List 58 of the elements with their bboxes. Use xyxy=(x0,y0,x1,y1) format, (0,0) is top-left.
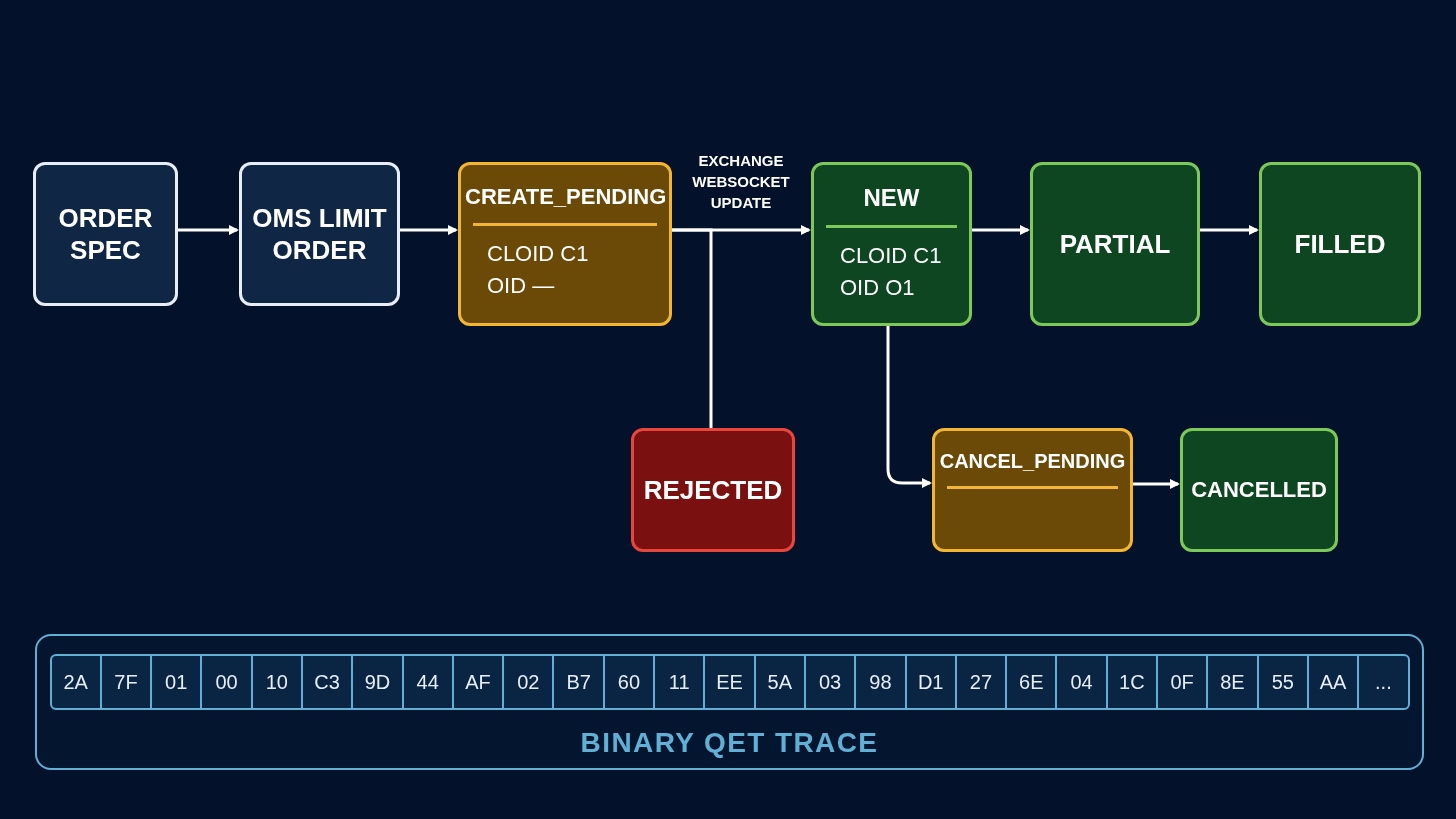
process-box xyxy=(239,162,400,306)
byte-value: 01 xyxy=(152,656,203,708)
state-label: REJECTED xyxy=(642,473,784,507)
state-label: CANCEL_PENDING xyxy=(938,449,1127,474)
state-box xyxy=(1030,162,1200,326)
state-box xyxy=(458,162,672,326)
field-text: OID — xyxy=(487,271,556,300)
byte-value: 27 xyxy=(956,656,1008,708)
arrow xyxy=(400,225,458,235)
byte-value: 11 xyxy=(655,656,706,708)
arrow xyxy=(178,225,239,235)
byte-value: 03 xyxy=(805,656,857,708)
byte-value: 6E xyxy=(1007,656,1058,708)
state-box xyxy=(1259,162,1421,326)
connector-line xyxy=(672,228,713,428)
byte-value: B7 xyxy=(554,656,605,708)
byte-value: EE xyxy=(705,656,756,708)
byte-value: ... xyxy=(1374,670,1393,695)
state-label: NEW xyxy=(862,183,921,213)
state-label: OMS LIMIT ORDER xyxy=(251,201,388,267)
arrow xyxy=(972,225,1030,235)
trace-panel xyxy=(35,634,1424,770)
byte-value: 5A xyxy=(755,656,806,708)
state-label: PARTIAL xyxy=(1058,227,1172,261)
arrow xyxy=(1133,479,1180,489)
process-box xyxy=(33,162,178,306)
field-text: CLOID C1 xyxy=(487,239,590,268)
state-box xyxy=(932,428,1133,552)
byte-value: 55 xyxy=(1258,656,1309,708)
byte-value: 00 xyxy=(202,656,253,708)
state-label: FILLED xyxy=(1293,227,1387,261)
byte-value: 1C xyxy=(1107,656,1159,708)
byte-value: 04 xyxy=(1057,656,1108,708)
byte-value: C3 xyxy=(303,656,354,708)
byte-value: 0F xyxy=(1158,656,1209,708)
byte-value: 2A xyxy=(51,656,102,708)
state-label: ORDER SPEC xyxy=(57,201,154,267)
byte-value: 7F xyxy=(101,656,153,708)
field-text: OID O1 xyxy=(840,274,916,302)
state-box xyxy=(811,162,972,326)
state-label: CANCELLED xyxy=(1190,476,1328,504)
byte-value: AF xyxy=(453,656,505,708)
byte-value: 60 xyxy=(604,656,656,708)
byte-value: 10 xyxy=(252,656,303,708)
state-box xyxy=(631,428,795,552)
byte-value: AA xyxy=(1308,656,1360,708)
byte-value: 98 xyxy=(856,656,907,708)
arrow xyxy=(1200,225,1259,235)
state-box xyxy=(1180,428,1338,552)
field-text: CLOID C1 xyxy=(840,242,943,270)
byte-value: 02 xyxy=(504,656,555,708)
byte-value: 44 xyxy=(403,656,454,708)
byte-value: 9D xyxy=(353,656,404,708)
byte-value: 8E xyxy=(1208,656,1259,708)
byte-value: D1 xyxy=(906,656,957,708)
trace-title: BINARY QET TRACE xyxy=(580,726,879,760)
arrow xyxy=(886,326,932,488)
state-label: CREATE_PENDING xyxy=(464,183,668,211)
